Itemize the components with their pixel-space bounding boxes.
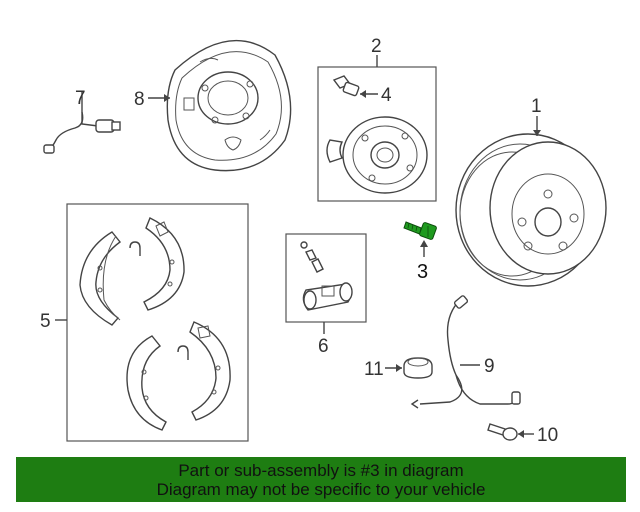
part-4-hub-bolt[interactable] (332, 75, 360, 97)
part-3-bolt-highlighted[interactable] (403, 221, 437, 240)
info-banner: Part or sub-assembly is #3 in diagram Di… (16, 457, 626, 502)
banner-line-1: Part or sub-assembly is #3 in diagram (178, 461, 464, 480)
callout-10: 10 (537, 425, 558, 446)
callout-8: 8 (134, 89, 145, 110)
banner-line-2: Diagram may not be specific to your vehi… (156, 480, 486, 499)
part-11-nut[interactable] (403, 357, 433, 379)
part-8-backing-plate[interactable] (166, 39, 292, 172)
callout-2: 2 (371, 36, 382, 57)
part-5-brake-shoes[interactable] (79, 217, 231, 431)
part-10-bolt[interactable] (487, 423, 518, 441)
callout-1: 1 (531, 96, 542, 117)
part-6-box (285, 233, 367, 323)
part-5-box (66, 203, 249, 442)
callout-6: 6 (318, 336, 329, 357)
part-9-abs-sensor-wire[interactable] (410, 295, 521, 409)
part-1-brake-drum[interactable] (455, 133, 607, 287)
part-2-hub-bearing[interactable] (326, 116, 428, 194)
callout-9: 9 (484, 356, 495, 377)
part-6-wheel-cylinder[interactable] (300, 241, 353, 311)
callout-5: 5 (40, 311, 51, 332)
part-7-brake-sensor-wire[interactable] (43, 111, 121, 154)
callout-11: 11 (364, 359, 384, 380)
callout-4: 4 (381, 85, 392, 106)
callout-7: 7 (75, 88, 86, 109)
callout-3: 3 (417, 261, 428, 283)
